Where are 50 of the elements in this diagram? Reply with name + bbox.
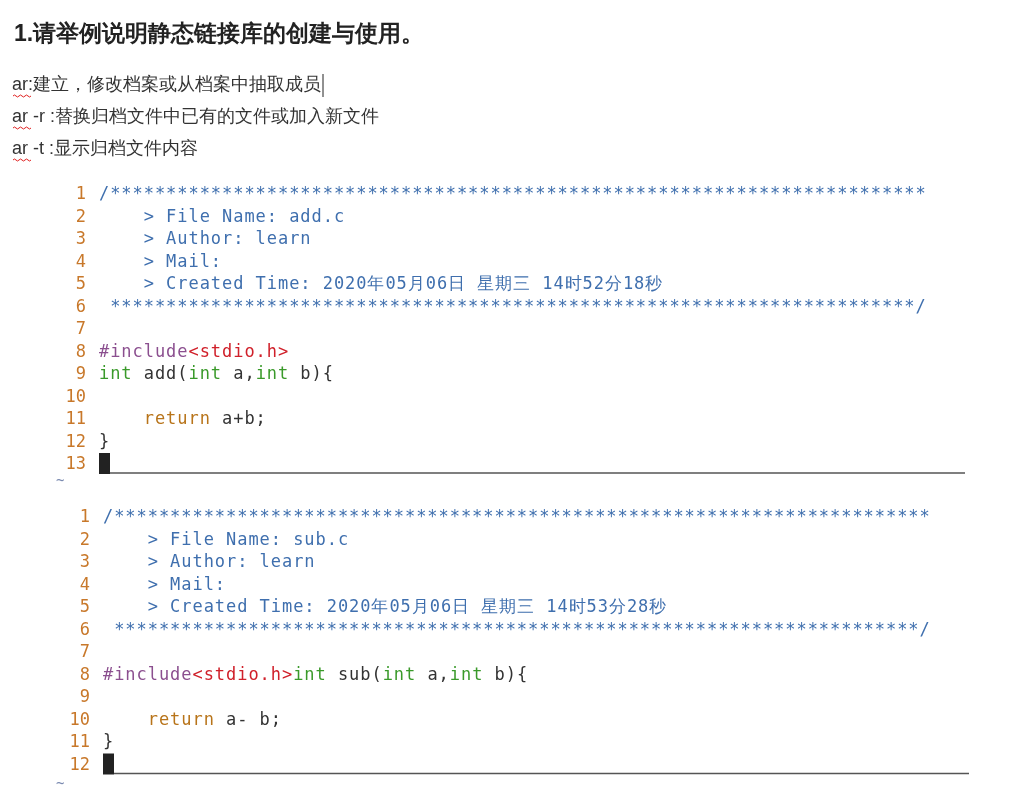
line-number: 6 xyxy=(74,294,86,317)
line-number: 3 xyxy=(74,227,86,249)
code-line: /************************************************************************* xyxy=(103,505,931,527)
line-number: 12 xyxy=(68,752,90,775)
line-number: 12 xyxy=(64,429,86,452)
code-line: } xyxy=(99,429,111,452)
tilde-marker: ~ xyxy=(56,775,65,791)
line-number: 5 xyxy=(78,595,90,617)
line-number: 1 xyxy=(78,505,90,527)
line-number: 4 xyxy=(74,249,86,272)
command-description: ar:建立，修改档案或从档案中抽取成员 xyxy=(12,73,321,96)
line-number: 13 xyxy=(64,452,86,474)
tilde-marker: ~ xyxy=(56,472,65,488)
code-line: ************************************************************************/ xyxy=(113,617,931,640)
code-line: > Created Time: 2020年05月06日 星期三 14时53分28秒 xyxy=(146,595,668,617)
code-line: /************************************************************************* xyxy=(99,182,927,204)
line-number: 10 xyxy=(64,384,86,407)
code-line: > Created Time: 2020年05月06日 星期三 14时52分18秒 xyxy=(142,272,664,294)
line-number: 7 xyxy=(78,640,90,662)
code-line: return a+b; xyxy=(142,407,267,429)
line-number: 6 xyxy=(78,617,90,640)
code-line: #include<stdio.h>int sub(int a,int b){ xyxy=(103,662,529,685)
line-number: 2 xyxy=(78,527,90,550)
code-line: return a- b; xyxy=(146,707,282,730)
code-line: #include<stdio.h> xyxy=(99,339,290,362)
line-number: 3 xyxy=(78,550,90,572)
command-description: ar -t :显示归档文件内容 xyxy=(12,137,198,160)
line-number: 10 xyxy=(68,707,90,730)
line-number: 8 xyxy=(74,339,86,362)
code-line: int add(int a,int b){ xyxy=(99,362,334,384)
line-number: 8 xyxy=(78,662,90,685)
line-number: 7 xyxy=(74,317,86,339)
line-number: 2 xyxy=(74,204,86,227)
code-line: > Author: learn xyxy=(146,550,316,572)
code-line: > File Name: sub.c xyxy=(146,527,350,550)
line-number: 5 xyxy=(74,272,86,294)
line-number: 4 xyxy=(78,572,90,595)
code-line: } xyxy=(103,730,115,752)
code-line: > Mail: xyxy=(146,572,227,595)
code-line: ************************************************************************/ xyxy=(109,294,927,317)
code-line: > Mail: xyxy=(142,249,223,272)
code-line: > File Name: add.c xyxy=(142,204,346,227)
line-number: 11 xyxy=(64,407,86,429)
command-description: ar -r :替换归档文件中已有的文件或加入新文件 xyxy=(12,105,379,128)
line-number: 1 xyxy=(74,182,86,204)
line-number: 9 xyxy=(74,362,86,384)
line-number: 11 xyxy=(68,730,90,752)
code-line: > Author: learn xyxy=(142,227,312,249)
title: 1.请举例说明静态链接库的创建与使用。 xyxy=(14,19,425,48)
line-number: 9 xyxy=(78,685,90,707)
